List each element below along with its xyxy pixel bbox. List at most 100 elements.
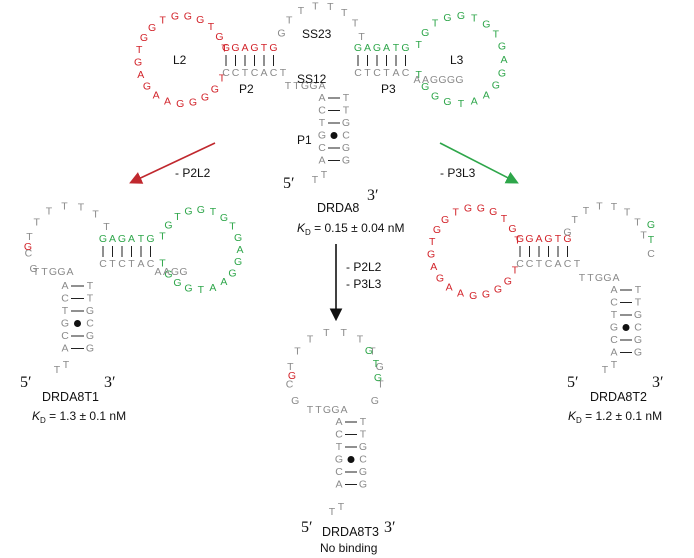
nucleotide: A xyxy=(154,266,161,278)
nucleotide: T xyxy=(26,231,33,243)
nucleotide: G xyxy=(201,92,209,104)
nucleotide: G xyxy=(134,57,142,69)
nucleotide: T xyxy=(377,379,384,391)
nucleotide: C xyxy=(610,334,618,346)
nucleotide: G xyxy=(86,330,94,342)
nucleotide: C xyxy=(251,67,259,79)
nucleotide: T xyxy=(128,258,135,270)
nucleotide: T xyxy=(174,211,181,223)
nucleotide: T xyxy=(501,213,508,225)
nucleotide: C xyxy=(610,297,618,309)
nucleotide: T xyxy=(46,206,53,218)
three-prime-end: 3′ xyxy=(652,374,664,391)
wobble-pair-dot xyxy=(347,456,355,463)
nucleotide: T xyxy=(611,359,618,371)
nucleotide: T xyxy=(338,501,345,513)
nucleotide: G xyxy=(373,42,381,54)
nucleotide: T xyxy=(452,207,459,219)
nucleotide: G xyxy=(431,90,439,102)
nucleotide: C xyxy=(25,248,33,260)
nucleotide: G xyxy=(563,226,571,238)
nucleotide: C xyxy=(232,67,240,79)
nucleotide: A xyxy=(209,282,216,294)
nucleotide: A xyxy=(61,280,68,292)
p1-label: P1 xyxy=(297,133,312,147)
nucleotide: C xyxy=(647,248,655,260)
nucleotide: T xyxy=(287,361,294,373)
nucleotide: G xyxy=(86,343,94,355)
nucleotide: A xyxy=(109,233,116,245)
nucleotide: T xyxy=(323,327,330,339)
nucleotide: G xyxy=(171,266,179,278)
nucleotide: G xyxy=(498,41,506,53)
three-prime-end: 3′ xyxy=(104,374,116,391)
nucleotide: G xyxy=(176,98,184,110)
nucleotide: T xyxy=(624,207,631,219)
nucleotide: C xyxy=(354,67,362,79)
nucleotide: A xyxy=(220,276,227,288)
nucleotide: G xyxy=(421,81,429,93)
nucleotide: T xyxy=(210,206,217,218)
nucleotide: G xyxy=(148,22,156,34)
nucleotide: G xyxy=(301,80,309,92)
nucleotide: T xyxy=(54,364,61,376)
nucleotide: C xyxy=(286,379,294,391)
nucleotide: T xyxy=(198,284,205,296)
nucleotide: G xyxy=(359,466,367,478)
nucleotide: G xyxy=(634,347,642,359)
nucleotide: A xyxy=(610,284,617,296)
nucleotide: G xyxy=(331,404,339,416)
nucleotide: A xyxy=(364,42,371,54)
nucleotide: T xyxy=(221,43,228,55)
nucleotide: T xyxy=(87,280,94,292)
nucleotide: C xyxy=(61,330,69,342)
nucleotide: T xyxy=(33,216,40,228)
nucleotide: G xyxy=(24,241,32,253)
nucleotide: T xyxy=(587,272,594,284)
nucleotide: T xyxy=(312,0,319,12)
nucleotide: T xyxy=(61,200,68,212)
five-prime-end: 5′ xyxy=(301,519,313,536)
nucleotide: T xyxy=(415,39,422,51)
nucleotide: G xyxy=(184,206,192,218)
nucleotide: T xyxy=(634,217,641,229)
nucleotide: G xyxy=(231,42,239,54)
nucleotide: C xyxy=(318,142,326,154)
nucleotide: T xyxy=(360,416,367,428)
nucleotide: G xyxy=(477,202,485,214)
nucleotide: T xyxy=(429,236,436,248)
nucleotide: T xyxy=(327,1,334,13)
nucleotide: G xyxy=(482,289,490,301)
nucleotide: T xyxy=(512,265,519,277)
nucleotide: T xyxy=(109,258,116,270)
nucleotide: C xyxy=(318,105,326,117)
nucleotide: G xyxy=(277,28,285,40)
nucleotide: T xyxy=(159,230,166,242)
nucleotide: G xyxy=(86,305,94,317)
nucleotide: T xyxy=(319,117,326,129)
nucleotide: A xyxy=(612,272,619,284)
nucleotide: T xyxy=(294,345,301,357)
arrow-to-drda8t2: - P3L3 xyxy=(439,142,519,184)
nucleotide: G xyxy=(492,80,500,92)
nucleotide: A xyxy=(318,80,325,92)
nucleotide: G xyxy=(634,334,642,346)
nucleotide: G xyxy=(228,267,236,279)
nucleotide: T xyxy=(229,221,236,233)
nucleotide: G xyxy=(498,67,506,79)
nucleotide: G xyxy=(30,263,38,275)
five-prime-end: 5′ xyxy=(20,374,32,391)
nucleotide: G xyxy=(371,395,379,407)
nucleotide: G xyxy=(184,10,192,22)
nucleotide: G xyxy=(438,74,446,86)
structure-name: DRDA8T2 xyxy=(590,390,647,404)
nucleotide: A xyxy=(392,67,399,79)
nucleotide: G xyxy=(359,441,367,453)
nucleotide: T xyxy=(285,80,292,92)
